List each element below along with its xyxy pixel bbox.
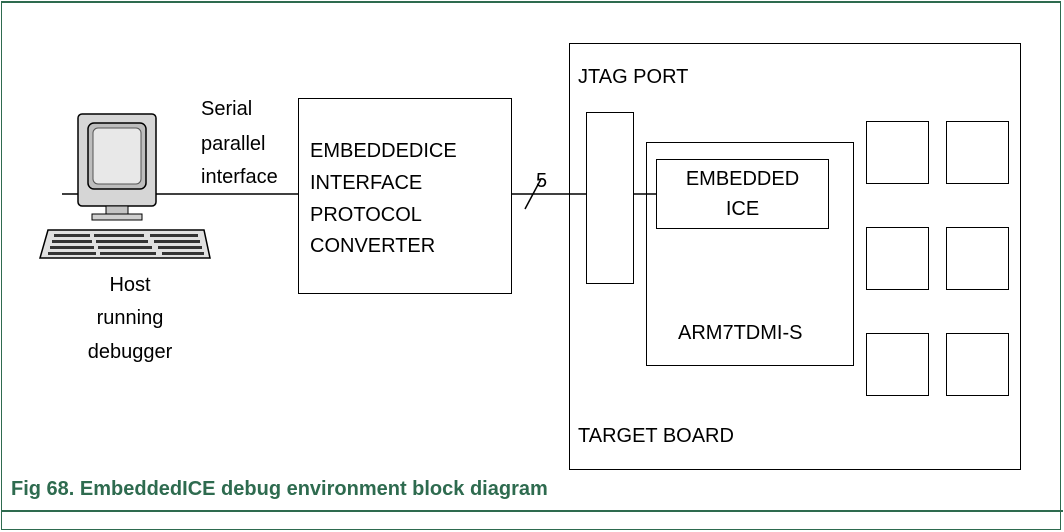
target-board-box xyxy=(569,43,1021,470)
host-label-line-3: debugger xyxy=(87,341,173,363)
arm-core-label: ARM7TDMI-S xyxy=(678,322,803,344)
peripheral-block xyxy=(946,121,1009,184)
bus-width-label: 5 xyxy=(536,170,548,192)
converter-label-line-3: PROTOCOL xyxy=(310,204,422,226)
interface-label-line-2: parallel xyxy=(201,133,266,155)
converter-label-line-2: INTERFACE xyxy=(310,172,423,194)
host-label-line-2: running xyxy=(96,307,164,329)
jtag-port-block xyxy=(586,112,634,284)
host-computer-icon xyxy=(39,113,211,259)
peripheral-block xyxy=(866,121,929,184)
embedded-ice-label-line-1: EMBEDDED xyxy=(685,168,800,190)
target-board-label: TARGET BOARD xyxy=(578,425,734,447)
figure-caption: Fig 68. EmbeddedICE debug environment bl… xyxy=(11,478,548,500)
jtag-port-label: JTAG PORT xyxy=(578,66,689,88)
arm-core-box xyxy=(646,142,854,366)
host-label-line-1: Host xyxy=(109,274,151,296)
embedded-ice-box xyxy=(656,159,829,229)
bus-width-slash xyxy=(524,178,542,210)
interface-label-line-1: Serial xyxy=(201,98,253,120)
converter-label-line-4: CONVERTER xyxy=(310,235,436,257)
peripheral-block xyxy=(866,333,929,396)
converter-label-line-1: EMBEDDEDICE xyxy=(310,140,457,162)
embedded-ice-label-line-2: ICE xyxy=(725,198,760,220)
peripheral-block xyxy=(866,227,929,290)
caption-rule xyxy=(1,510,1063,512)
peripheral-block xyxy=(946,227,1009,290)
interface-label-line-3: interface xyxy=(201,166,278,188)
protocol-converter-box xyxy=(298,98,512,294)
peripheral-block xyxy=(946,333,1009,396)
